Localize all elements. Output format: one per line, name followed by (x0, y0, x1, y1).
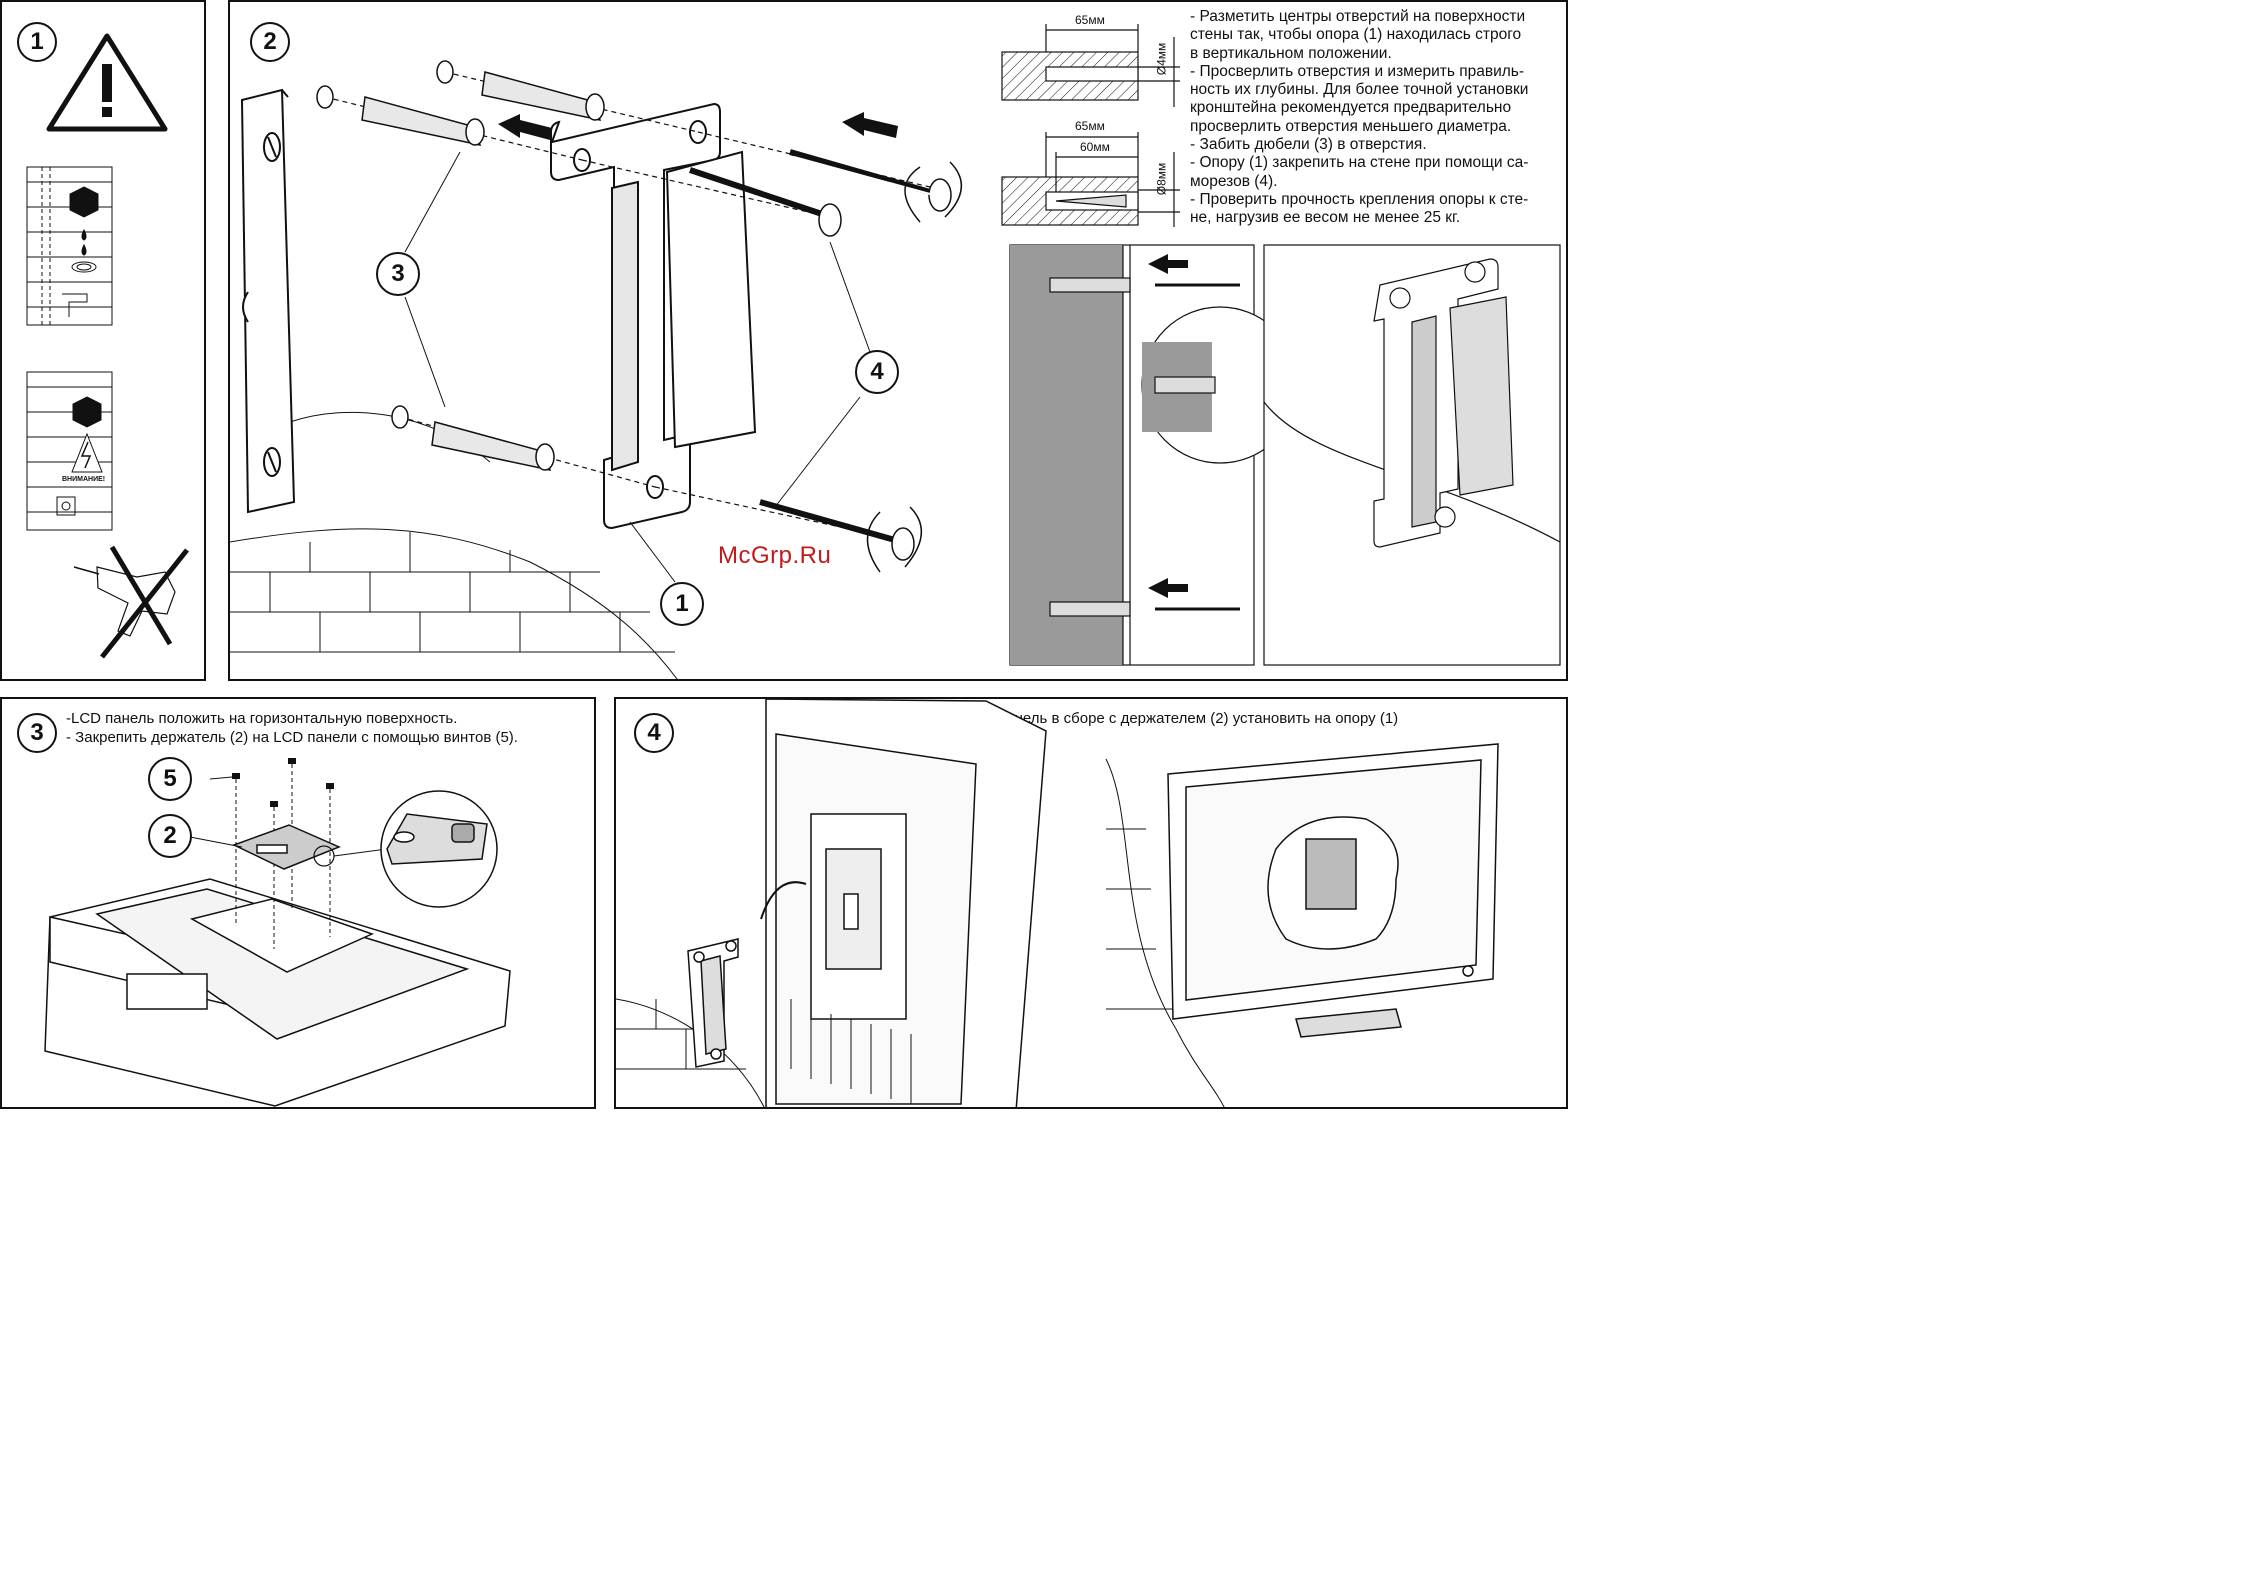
step-2-illustrations (230, 24, 1561, 679)
holder-plate (232, 824, 341, 870)
wall-electric-icon (26, 371, 113, 531)
panel-step-2: 2 (228, 0, 1568, 681)
warning-icon (46, 33, 168, 132)
callout-bracket: 1 (660, 582, 704, 626)
watermark: McGrp.Ru (718, 542, 832, 569)
wall-pipe-icon (26, 166, 113, 326)
step-number-4: 4 (634, 713, 674, 753)
dim-width-2: 65мм (1075, 119, 1105, 133)
drill-depth-diagram-1 (1001, 24, 1180, 107)
step-number-1: 1 (17, 22, 57, 62)
warning-label: ВНИМАНИЕ! (62, 476, 106, 483)
step-number-2: 2 (250, 22, 290, 62)
brick-wall-background (230, 411, 678, 679)
callout-screws: 5 (148, 757, 192, 801)
callout-holder: 2 (148, 814, 192, 858)
callout-leaders (404, 151, 871, 583)
dim-width-1: 65мм (1075, 13, 1105, 27)
arrow-left-icon (498, 112, 898, 140)
drill-depth-diagram-2 (1001, 132, 1180, 227)
step-4-caption: LCD панель в сборе с держателем (2) уста… (964, 710, 1399, 727)
brick-wall-background (616, 758, 1225, 1107)
installed-bracket-inset (1263, 244, 1561, 666)
step-1-illustrations (26, 33, 189, 659)
wall-section-inset (1009, 244, 1299, 666)
screw-icon (232, 758, 334, 807)
lcd-monitor-back (765, 699, 1047, 1107)
callout-dowel: 3 (376, 252, 420, 296)
rotate-arrow-icon (866, 161, 963, 573)
step-3-illustrations (44, 758, 511, 1107)
panel-step-1: 1 (0, 0, 206, 681)
panel-step-4: 4 LCD панель в сборе с держателем (2) ус… (614, 697, 1568, 1109)
dim-dia-1: Ø4мм (1154, 42, 1169, 76)
lcd-monitor-front (1167, 743, 1499, 1038)
wall-bracket-icon (687, 938, 739, 1068)
wall-bracket-icon (550, 102, 757, 530)
lcd-panel-flat (44, 878, 511, 1107)
dim-dia-2: Ø8мм (1154, 162, 1169, 196)
step-3-instructions: -LCD панель положить на горизонтальную п… (66, 710, 518, 746)
dowel-icon (361, 71, 605, 471)
step-2-instructions: - Разметить центры отверстий на поверхно… (1190, 8, 1529, 227)
dim-depth-2: 60мм (1080, 140, 1110, 154)
screw-icon (689, 149, 952, 561)
step-4-illustrations (616, 699, 1499, 1107)
panel-step-3: 3 -LCD панель положить на горизонтальную… (0, 697, 596, 1109)
wall-holes (316, 60, 454, 429)
no-drill-icon (73, 545, 189, 659)
zoom-detail (380, 790, 498, 908)
step-number-3: 3 (17, 713, 57, 753)
level-tool-icon (240, 88, 296, 514)
arrow-icon (760, 881, 807, 920)
callout-screw: 4 (855, 350, 899, 394)
